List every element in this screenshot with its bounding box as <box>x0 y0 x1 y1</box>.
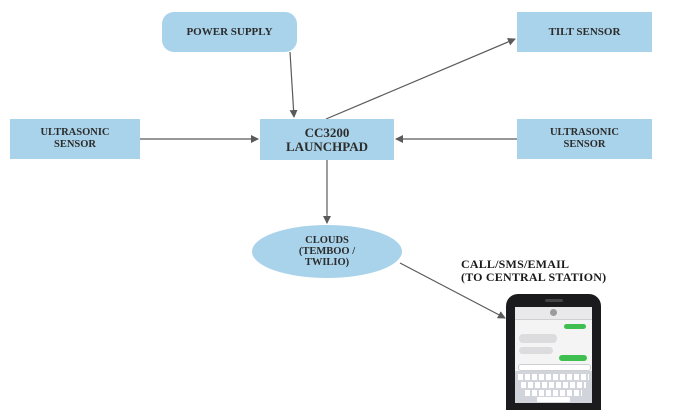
message-bubble <box>564 324 586 329</box>
tilt-sensor-node: TILT SENSOR <box>517 12 652 52</box>
message-bubble <box>519 334 557 343</box>
arrow-cc3200-to-tilt <box>325 38 516 120</box>
clouds-node: CLOUDS (TEMBOO / TWILIO) <box>252 225 402 278</box>
tilt-sensor-label: TILT SENSOR <box>548 26 621 38</box>
phone-keyboard <box>515 371 592 403</box>
arrow-power-to-cc3200 <box>289 51 298 118</box>
message-input <box>518 364 591 371</box>
notification-caption: CALL/SMS/EMAIL (TO CENTRAL STATION) <box>461 257 607 284</box>
keyboard-spacebar <box>537 397 570 402</box>
smartphone-icon <box>506 294 601 410</box>
power-supply-node: POWER SUPPLY <box>162 12 297 52</box>
keyboard-row <box>518 374 589 380</box>
keyboard-row <box>525 390 582 396</box>
ultrasonic-sensor-right-node: ULTRASONIC SENSOR <box>517 119 652 159</box>
arrow-clouds-to-phone <box>399 262 506 319</box>
contact-avatar <box>550 309 557 316</box>
phone-screen <box>515 307 592 403</box>
phone-speaker <box>545 299 563 302</box>
message-bubble <box>519 347 553 354</box>
cc3200-launchpad-label: CC3200 LAUNCHPAD <box>285 124 369 154</box>
keyboard-row <box>521 382 586 388</box>
message-bubble <box>559 355 587 361</box>
clouds-label: CLOUDS (TEMBOO / TWILIO) <box>298 235 356 268</box>
cc3200-launchpad-node: CC3200 LAUNCHPAD <box>260 119 394 160</box>
power-supply-label: POWER SUPPLY <box>186 26 273 38</box>
ultrasonic-sensor-left-node: ULTRASONIC SENSOR <box>10 119 140 159</box>
ultrasonic-sensor-left-label: ULTRASONIC SENSOR <box>40 127 110 150</box>
ultrasonic-sensor-right-label: ULTRASONIC SENSOR <box>549 127 620 150</box>
message-header <box>515 307 592 320</box>
